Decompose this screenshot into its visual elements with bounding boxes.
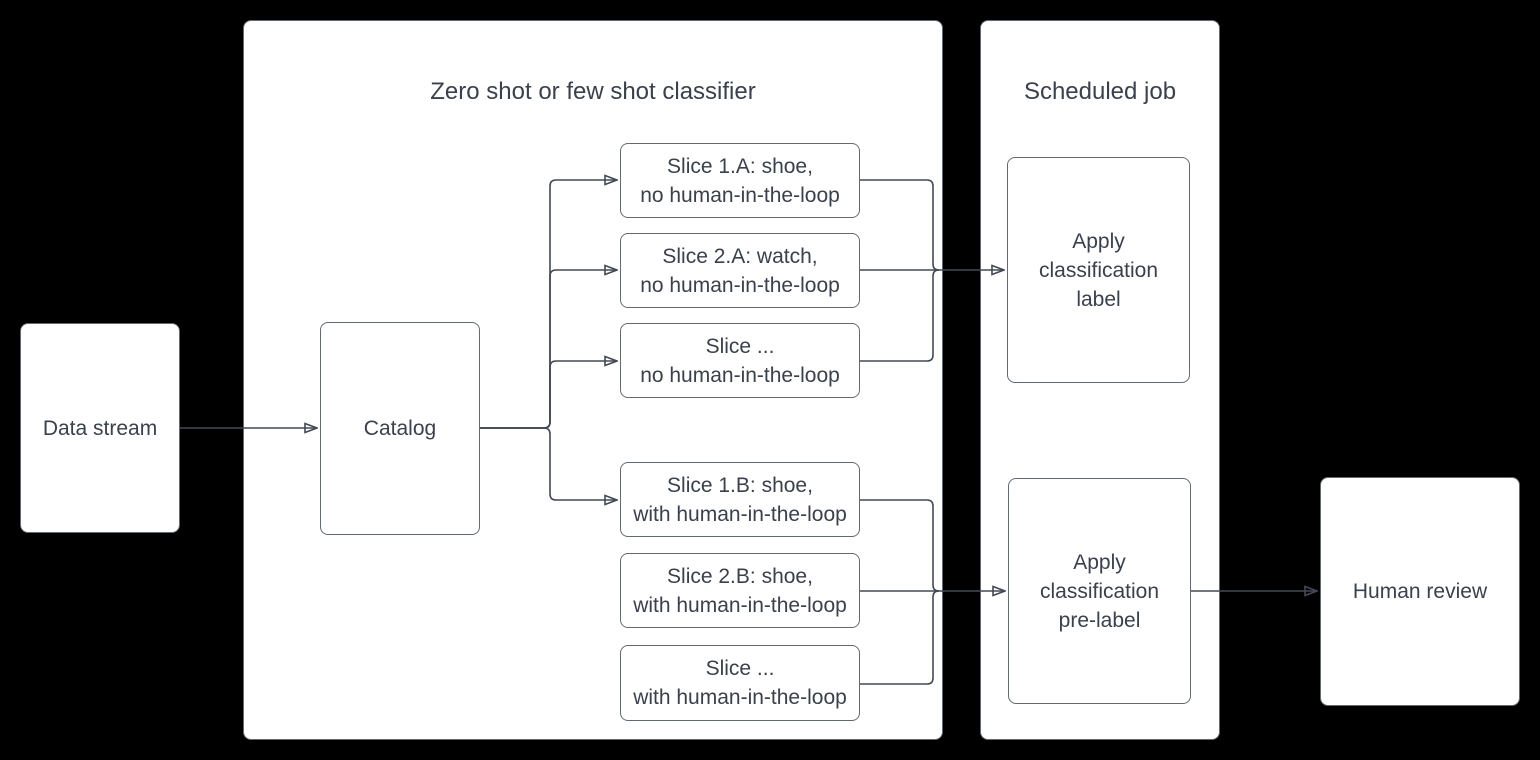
- node-slice-3b-label: Slice ... with human-in-the-loop: [633, 657, 847, 709]
- node-catalog: Catalog: [320, 322, 480, 535]
- node-slice-1a: Slice 1.A: shoe, no human-in-the-loop: [620, 143, 860, 218]
- container-classifier-title: Zero shot or few shot classifier: [430, 78, 756, 105]
- edge-slice3a-merge: [860, 269, 940, 362]
- edge-catalog-slice1b: [480, 427, 617, 500]
- node-human-review-label: Human review: [1352, 580, 1488, 603]
- node-slice-3a-label: Slice ... no human-in-the-loop: [640, 334, 840, 387]
- node-slice-2b-label: Slice 2.B: shoe, with human-in-the-loop: [633, 564, 847, 617]
- node-slice-1a-label: Slice 1.A: shoe, no human-in-the-loop: [640, 154, 840, 207]
- node-apply-classification-label: Apply classification label: [1007, 157, 1190, 383]
- edge-catalog-slice3a: [480, 361, 617, 429]
- node-slice-2a: Slice 2.A: watch, no human-in-the-loop: [620, 233, 860, 308]
- edge-slice1b-merge: [860, 499, 940, 592]
- node-apply-classification-pre-label-label: Apply classification pre-label: [1039, 550, 1160, 632]
- node-data-stream: Data stream: [20, 323, 180, 533]
- container-scheduled-job-title: Scheduled job: [1023, 78, 1177, 105]
- node-slice-3a: Slice ... no human-in-the-loop: [620, 323, 860, 398]
- node-catalog-label: Catalog: [363, 417, 437, 440]
- node-apply-classification-pre-label: Apply classification pre-label: [1008, 478, 1191, 704]
- node-slice-2b: Slice 2.B: shoe, with human-in-the-loop: [620, 553, 860, 628]
- edge-slice1a-merge: [860, 179, 940, 271]
- node-data-stream-label: Data stream: [42, 416, 158, 440]
- node-apply-classification-label-label: Apply classification label: [1038, 229, 1159, 311]
- edge-catalog-slice2a: [480, 270, 617, 429]
- node-slice-3b: Slice ... with human-in-the-loop: [620, 645, 860, 721]
- node-slice-2a-label: Slice 2.A: watch, no human-in-the-loop: [640, 244, 840, 297]
- node-human-review: Human review: [1320, 477, 1520, 706]
- node-slice-1b-label: Slice 1.B: shoe, with human-in-the-loop: [633, 473, 847, 526]
- edge-catalog-slice1a: [480, 180, 617, 429]
- node-slice-1b: Slice 1.B: shoe, with human-in-the-loop: [620, 462, 860, 537]
- edge-slice3b-merge: [860, 590, 940, 685]
